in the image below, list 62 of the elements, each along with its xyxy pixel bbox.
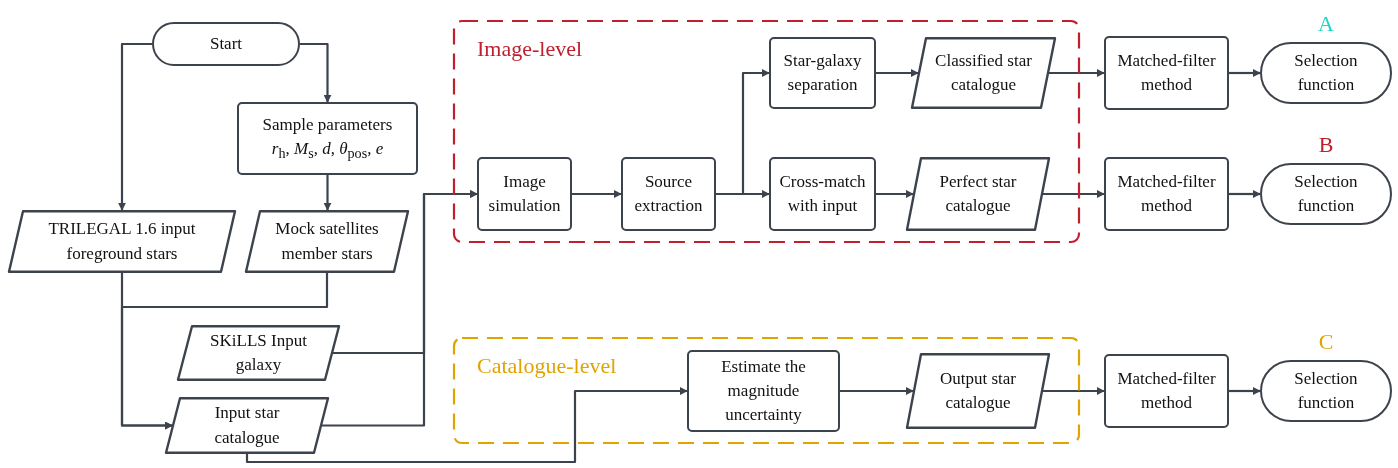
data-parallelogram (165, 397, 329, 454)
process-box (769, 37, 876, 109)
process-box (237, 102, 418, 175)
process-box (1104, 157, 1229, 231)
arrow (1229, 190, 1261, 198)
branch-letter: C (1317, 331, 1335, 353)
arrow (1043, 387, 1105, 395)
node-text: Matched-filter method (1116, 170, 1217, 217)
arrow (323, 175, 332, 211)
node-text: Selection function (1293, 49, 1359, 96)
node-text: Classified star catalogue (934, 49, 1033, 96)
node-text: Selection function (1293, 170, 1359, 217)
node-text: Star-galaxy separation (782, 49, 863, 96)
arrow (300, 42, 332, 103)
arrow (572, 190, 622, 198)
data-parallelogram (245, 210, 409, 273)
arrow (120, 273, 329, 430)
arrow (1229, 387, 1261, 395)
group-frame (453, 337, 1080, 444)
process-box (687, 350, 840, 432)
process-box (477, 157, 572, 231)
arrow (1043, 190, 1105, 198)
arrow (245, 387, 688, 464)
node-text: Estimate the magnitude uncertainty (720, 355, 807, 427)
group-title: Image-level (477, 36, 583, 63)
process-box (769, 157, 876, 231)
arrow (322, 190, 478, 427)
arrow (118, 42, 152, 211)
node-text: r$_{h}$, M$_{s}$, d, θ$_{pos}$, e (271, 138, 384, 164)
node-text: Source extraction (633, 170, 704, 217)
node-text: Input star catalogue (213, 402, 281, 449)
process-box (1104, 36, 1229, 110)
node-text: Mock satellites member stars (274, 218, 380, 265)
arrow (876, 190, 914, 198)
group-frame (453, 20, 1080, 243)
node-text: SKiLLS Input galaxy (209, 329, 308, 376)
data-parallelogram (906, 157, 1050, 231)
node-text: Matched-filter method (1116, 367, 1217, 414)
node-text: TRILEGAL 1.6 input foreground stars (47, 218, 197, 265)
terminator-shape (152, 22, 300, 66)
arrow (1049, 69, 1105, 77)
data-parallelogram (177, 325, 340, 381)
data-parallelogram (906, 353, 1050, 429)
arrow (1229, 69, 1261, 77)
group-title: Catalogue-level (477, 353, 617, 380)
branch-letter: B (1317, 134, 1335, 156)
process-box (621, 157, 716, 231)
node-text: Start (209, 32, 243, 55)
branch-letter: A (1317, 13, 1335, 35)
data-parallelogram (8, 210, 236, 273)
arrow (876, 69, 919, 77)
arrow (716, 190, 770, 198)
node-text: Cross-match with input (778, 170, 867, 217)
node-text: Perfect star catalogue (938, 170, 1018, 217)
data-parallelogram (911, 37, 1056, 109)
arrow (840, 387, 914, 395)
node-text: Selection function (1293, 367, 1359, 414)
process-box (1104, 354, 1229, 428)
node-text: Sample parameters (262, 114, 393, 137)
node-text: Image simulation (487, 170, 562, 217)
node-text: Output star catalogue (939, 367, 1017, 414)
node-text: Matched-filter method (1116, 49, 1217, 96)
